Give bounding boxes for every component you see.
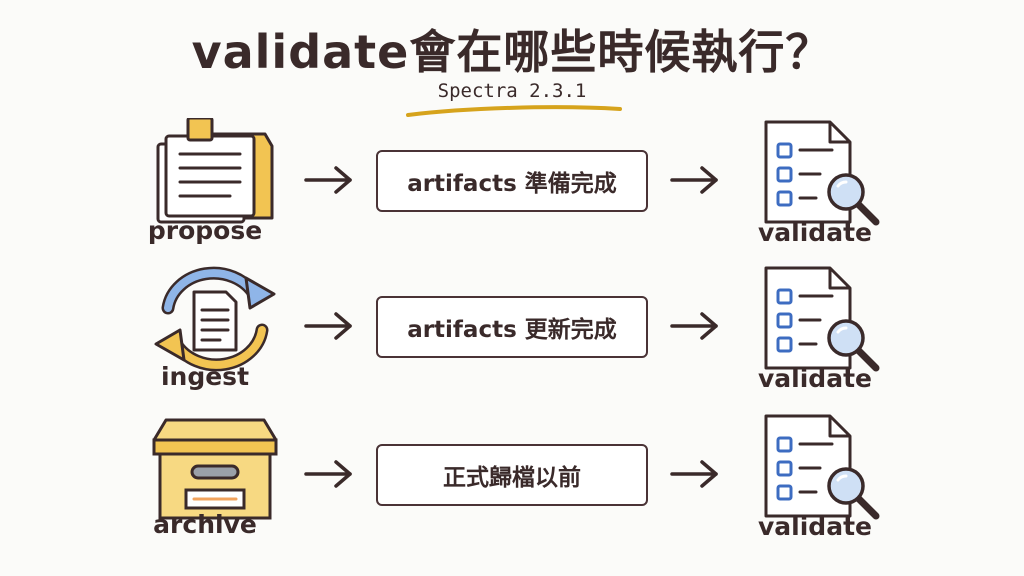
- target-label-validate: validate: [758, 512, 872, 541]
- flow-row-propose: propose artifacts 準備完成 validate: [0, 118, 1024, 268]
- arrow-right-icon: [670, 166, 718, 194]
- target-label-validate: validate: [758, 364, 872, 393]
- checklist-magnifier-icon: [764, 120, 880, 226]
- flow-row-ingest: ingest artifacts 更新完成 validate: [0, 264, 1024, 414]
- step-box-ingest: artifacts 更新完成: [376, 296, 648, 358]
- arrow-right-icon: [304, 166, 352, 194]
- source-label-propose: propose: [147, 216, 263, 245]
- clipboard-docs-icon: [156, 118, 274, 224]
- arrow-right-icon: [304, 460, 352, 488]
- step-box-propose: artifacts 準備完成: [376, 150, 648, 212]
- step-box-archive: 正式歸檔以前: [376, 444, 648, 506]
- subtitle-underline: [406, 105, 622, 117]
- arrow-right-icon: [670, 312, 718, 340]
- archive-box-icon: [152, 418, 278, 520]
- checklist-magnifier-icon: [764, 266, 880, 372]
- page-subtitle: Spectra 2.3.1: [437, 80, 587, 102]
- cycle-arrows-doc-icon: [154, 266, 276, 372]
- source-label-archive: archive: [153, 510, 257, 539]
- arrow-right-icon: [304, 312, 352, 340]
- checklist-magnifier-icon: [764, 414, 880, 520]
- arrow-right-icon: [670, 460, 718, 488]
- target-label-validate: validate: [758, 218, 872, 247]
- flow-row-archive: archive 正式歸檔以前 validate: [0, 412, 1024, 562]
- page-title: validate會在哪些時候執行？: [191, 25, 833, 79]
- source-label-ingest: ingest: [160, 362, 250, 391]
